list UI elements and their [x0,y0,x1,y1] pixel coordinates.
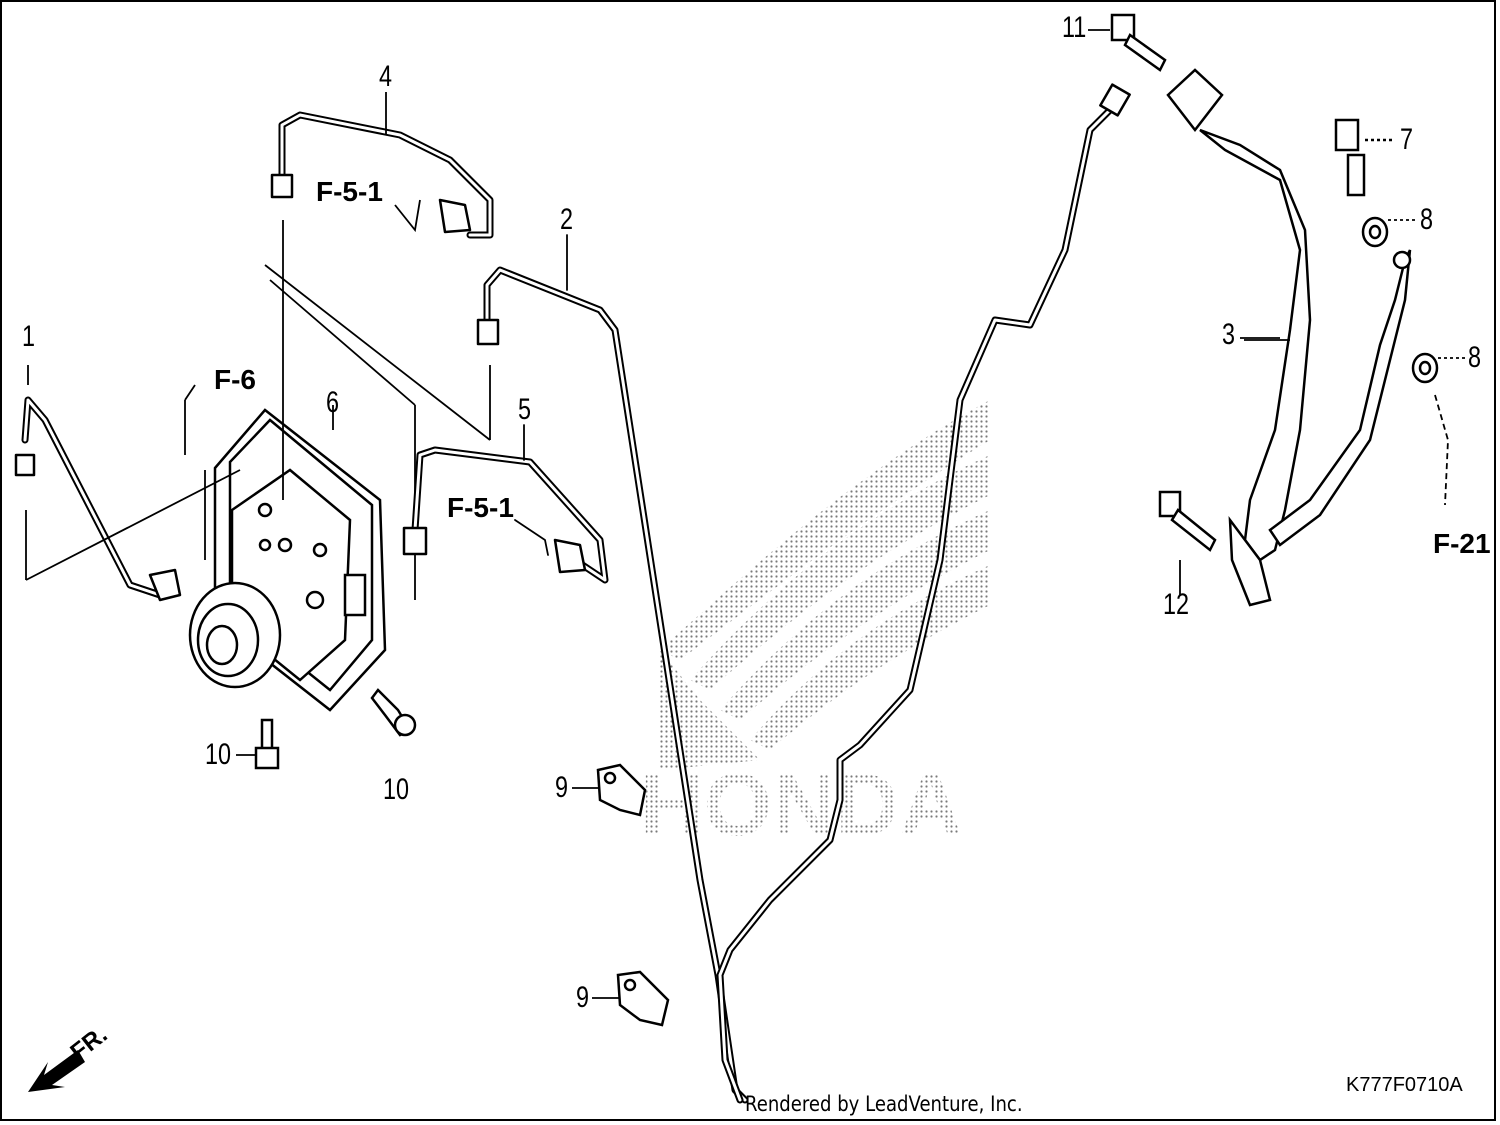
brake-hose-3 [1166,68,1312,607]
ref-f-5-1-upper[interactable]: F-5-1 [316,176,383,207]
callout-10-right[interactable]: 10 [383,773,410,806]
credit-text: Rendered by LeadVenture, Inc. [745,1092,1023,1116]
washer-8b [1411,352,1449,506]
pipe-clamp-9b [616,970,670,1027]
callout-7[interactable]: 7 [1400,123,1414,156]
guide-lines-1 [25,365,241,581]
brake-pipe-long [716,83,1131,1104]
pipe-clamp-9a [596,763,647,817]
brake-pipe-5 [402,424,609,584]
bolt-12 [1158,490,1217,552]
callout-3[interactable]: 3 [1222,318,1236,351]
brake-pipe-1 [14,396,182,602]
ref-f-21[interactable]: F-21 [1433,528,1491,559]
callout-2[interactable]: 2 [560,203,574,236]
brake-hose-lower [1268,249,1412,547]
bolt-11 [1110,13,1167,72]
washer-8a [1361,216,1389,248]
ref-f-6[interactable]: F-6 [214,364,256,395]
callout-5[interactable]: 5 [518,393,532,426]
callout-11[interactable]: 11 [1062,11,1087,44]
callout-1[interactable]: 1 [22,320,36,353]
callout-9-lower[interactable]: 9 [576,981,590,1014]
callout-4[interactable]: 4 [379,60,393,93]
diagram-code: K777F0710A [1346,1074,1463,1096]
bolt-10a [254,718,280,770]
callout-10-left[interactable]: 10 [205,738,232,771]
callout-9-upper[interactable]: 9 [555,771,569,804]
abs-modulator [188,408,387,712]
honda-wing-watermark [660,400,990,770]
front-arrow-icon [28,1050,85,1092]
ref-f-5-1-middle[interactable]: F-5-1 [447,492,514,523]
callout-8-lower[interactable]: 8 [1468,341,1482,374]
leader-lines [236,29,1468,999]
bolt-7 [1334,118,1395,197]
callout-6[interactable]: 6 [326,386,340,419]
callout-12[interactable]: 12 [1163,588,1190,621]
guide-lines-4 [264,92,491,600]
callout-8-upper[interactable]: 8 [1420,203,1434,236]
bolt-10b [370,688,417,737]
brake-pipe-2 [476,234,749,1104]
brake-pipe-4 [270,111,494,239]
